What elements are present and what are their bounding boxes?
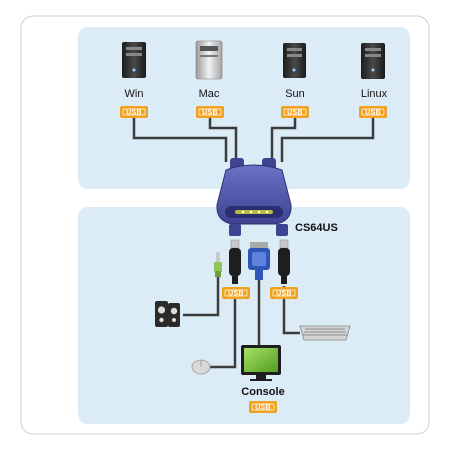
tower-mac-slot <box>200 55 218 57</box>
device-label: CS64US <box>295 222 338 234</box>
computer-cables <box>132 118 375 162</box>
cable-keyboard <box>282 286 300 335</box>
kvm-led-1 <box>241 210 245 214</box>
console-panel <box>78 207 410 424</box>
tower-sun-power <box>292 68 296 72</box>
console-cables <box>183 276 300 369</box>
cable-speaker <box>183 276 220 317</box>
kvm-led-bar <box>235 210 273 214</box>
usb-badge-linux: USB <box>359 106 387 118</box>
label-linux: Linux <box>361 88 388 100</box>
usb-badge-console-label: USB <box>255 405 271 412</box>
computer-mac <box>195 40 223 80</box>
usb-badge-sun-label: USB <box>287 110 303 117</box>
usb-badge-console-right-inner <box>272 289 296 297</box>
usb-badge-console: USB <box>249 401 277 413</box>
usb-badge-console-inner <box>251 403 275 411</box>
usb-badge-mac: USB <box>196 106 224 118</box>
usb-badge-win-label: USB <box>126 110 142 117</box>
tower-linux-icon <box>361 43 385 79</box>
computer-linux <box>361 43 385 79</box>
cable-mac <box>208 118 238 162</box>
computer-win <box>122 42 146 78</box>
speakers-icon <box>155 301 180 327</box>
tower-linux-bay2 <box>365 54 381 57</box>
usb-badge-console-left: USB <box>222 287 250 299</box>
mouse-icon <box>191 359 211 375</box>
cable-sun <box>270 118 297 162</box>
usb-badge-linux-inner <box>361 108 385 116</box>
tower-win-icon <box>122 42 146 78</box>
keyboard-icon <box>299 325 351 341</box>
computer-sun <box>283 43 306 78</box>
label-sun: Sun <box>285 88 305 100</box>
usb-badge-console-right-label: USB <box>276 291 292 298</box>
computers-panel <box>78 27 410 189</box>
cable-mouse <box>210 292 237 369</box>
tower-mac-grill <box>200 46 218 51</box>
usb-plug-left-icon <box>229 239 241 284</box>
usb-badge-linux-label: USB <box>365 110 381 117</box>
tower-win-bay <box>126 47 142 50</box>
vga-plug-icon <box>248 242 270 280</box>
usb-badge-sun: USB <box>281 106 309 118</box>
usb-badge-mac-inner <box>198 108 222 116</box>
usb-badge-console-left-label: USB <box>228 291 244 298</box>
console-label: Console <box>241 386 284 398</box>
kvm-led-2 <box>249 210 253 214</box>
usb-badge-sun-inner <box>283 108 307 116</box>
kvm-led-4 <box>265 210 269 214</box>
usb-plug-right-icon <box>278 239 290 284</box>
label-mac: Mac <box>199 88 220 100</box>
usb-badge-mac-label: USB <box>202 110 218 117</box>
monitor-icon <box>241 345 281 381</box>
tower-sun-bay2 <box>287 54 302 57</box>
tower-sun-icon <box>283 43 306 78</box>
tower-linux-bay <box>365 48 381 51</box>
tower-win-power <box>132 68 136 72</box>
audio-plug-icon <box>214 252 222 277</box>
usb-badge-console-right: USB <box>270 287 298 299</box>
tower-sun-bay <box>287 48 302 51</box>
kvm-cable-stub-right <box>276 224 288 236</box>
cable-linux <box>280 118 375 162</box>
label-win: Win <box>125 88 144 100</box>
kvm-led-3 <box>257 210 261 214</box>
usb-badge-win-inner <box>122 108 146 116</box>
cable-win <box>132 118 228 162</box>
kvm-cable-stub-left <box>229 224 241 236</box>
tower-win-bay2 <box>126 53 142 56</box>
tower-linux-power <box>371 68 375 72</box>
kvm-device <box>216 158 292 236</box>
usb-badge-win: USB <box>120 106 148 118</box>
usb-badge-console-left-inner <box>224 289 248 297</box>
